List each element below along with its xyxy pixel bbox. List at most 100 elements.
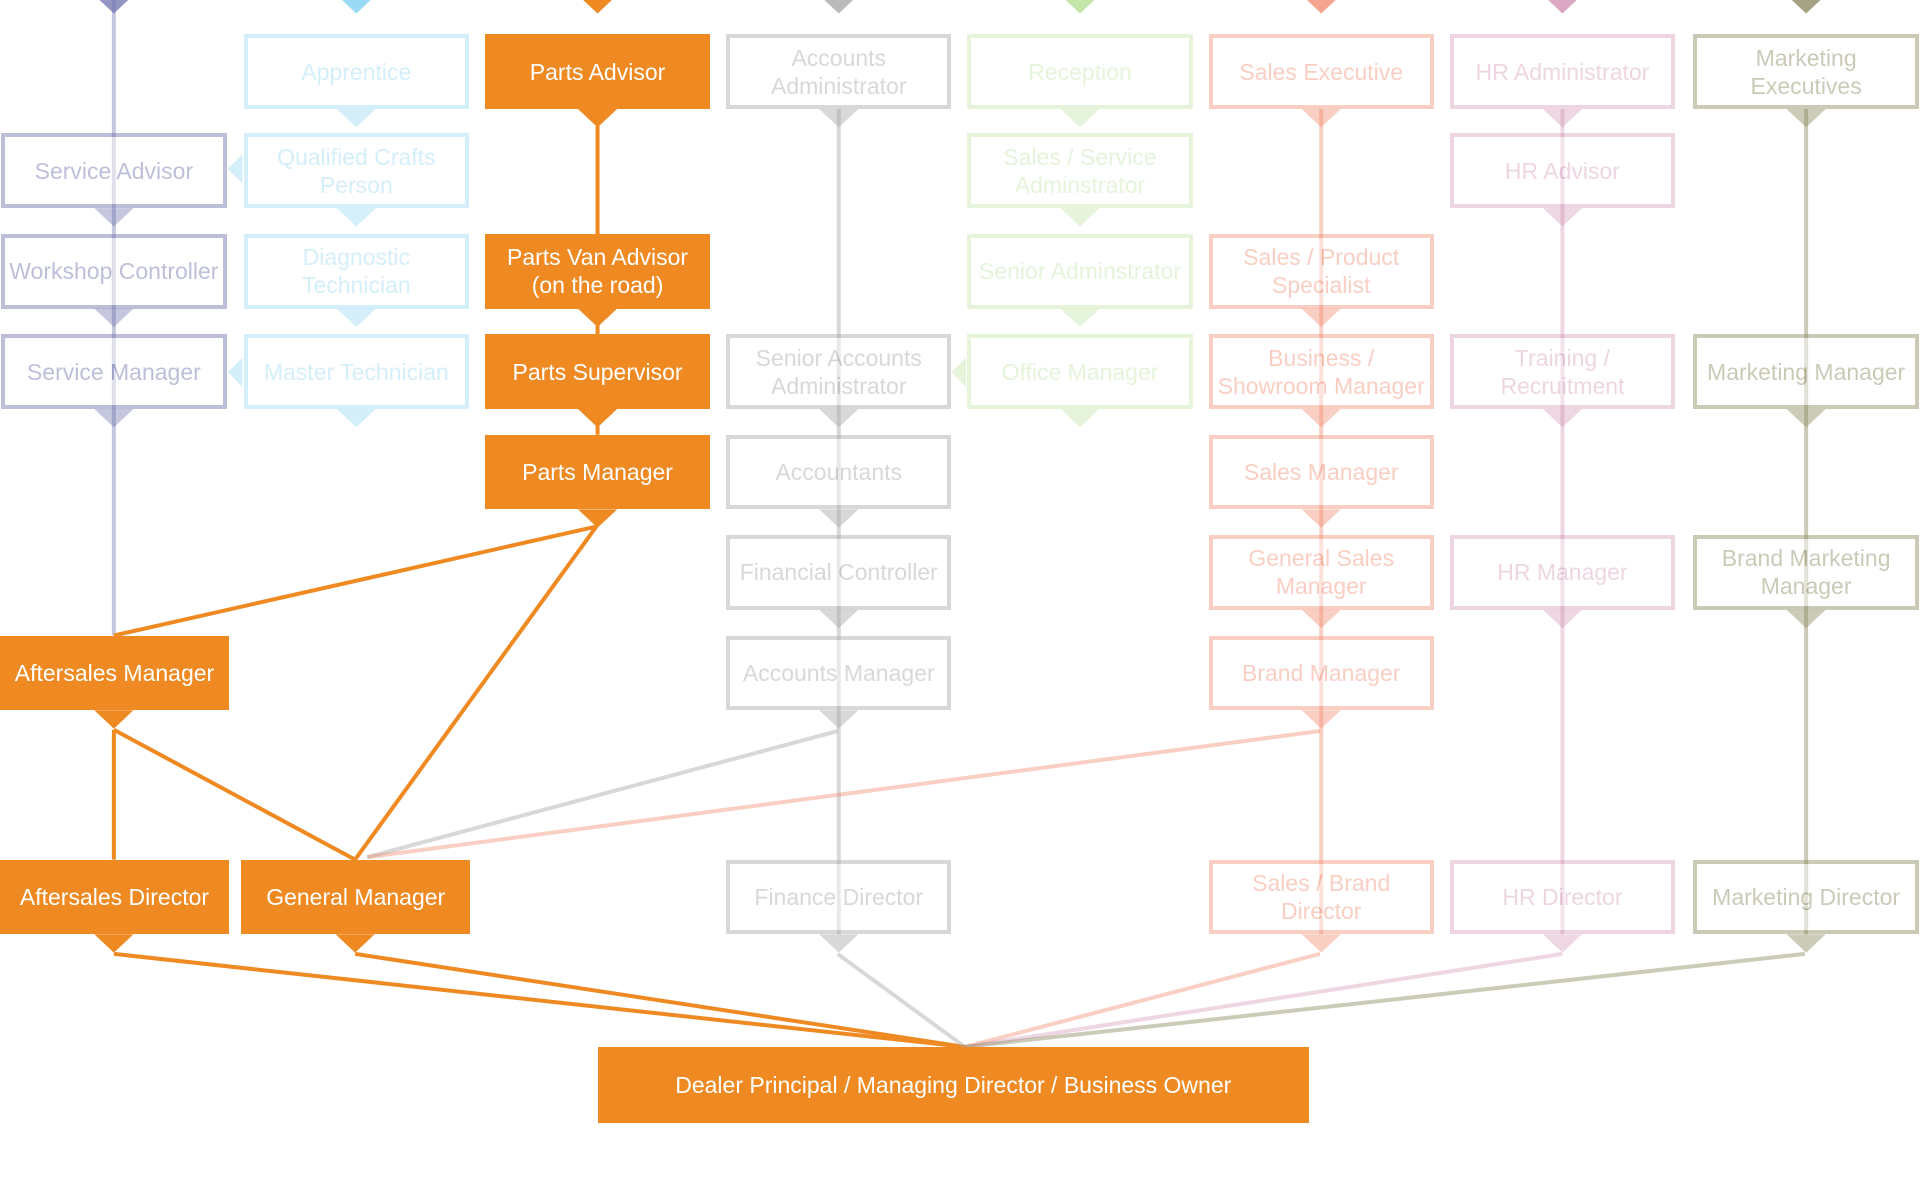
sales-role-box: Sales Manager (1208, 434, 1434, 510)
hr-role-box-label: HR Manager (1497, 559, 1628, 586)
general-manager-to-top (354, 951, 966, 1049)
sales-role-box-label: Sales Manager (1243, 459, 1399, 486)
accounts-role-box-label: Senior Accounts Administrator (755, 344, 922, 399)
accounts-role-box: Financial Controller (726, 535, 952, 610)
parts-manager-to-aftersales-manager (113, 524, 597, 638)
sales-step-arrow (1301, 108, 1341, 128)
hr-role-box: HR Advisor (1449, 133, 1676, 209)
hr-director-to-top (964, 951, 1563, 1049)
admin-role-box-label: Office Manager (1001, 358, 1159, 385)
parts-role-box-label: Parts Manager (522, 459, 673, 486)
office-to-accounts-arrow (951, 357, 967, 387)
aftersales-manager-arrow (94, 710, 134, 729)
marketing-role-box-label: Marketing Director (1712, 883, 1901, 910)
marketing-step-arrow (1786, 108, 1826, 128)
accounts-role-box: Senior Accounts Administrator (726, 334, 952, 409)
parts-step-arrow (577, 108, 618, 128)
service-step-arrow (94, 408, 134, 428)
accounts-role-box-label: Accounts Manager (742, 659, 935, 686)
parts-role-box: Parts Supervisor (484, 334, 711, 409)
sales-step-arrow (1301, 308, 1341, 327)
accounts-role-box: Finance Director (726, 859, 952, 935)
aftersales-director-box-label: Aftersales Director (19, 883, 210, 910)
marketing-role-box: Marketing Director (1693, 859, 1919, 935)
sales-step-arrow (1301, 609, 1341, 629)
hr-step-arrow (1542, 408, 1583, 428)
parts-role-box: Parts Advisor (484, 34, 711, 109)
sales-role-box-label: Sales / Brand Director (1252, 869, 1391, 924)
technician-entry-arrow (341, 0, 371, 14)
admin-step-arrow (1060, 108, 1100, 128)
parts-step-arrow (577, 408, 618, 428)
technician-step-arrow (336, 308, 376, 327)
hr-role-box-label: Training / Recruitment (1500, 344, 1625, 399)
sales-step-arrow (1301, 934, 1341, 953)
dealer-principal-box: Dealer Principal / Managing Director / B… (597, 1046, 1309, 1123)
technician-step-arrow (336, 408, 376, 428)
technician-role-box-label: Diagnostic Technician (301, 244, 411, 299)
technician-role-box-label: Master Technician (263, 358, 449, 385)
sales-role-box-label: General Sales Manager (1248, 545, 1395, 600)
aftersales-manager-box-label: Aftersales Manager (14, 659, 215, 686)
technician-step-arrow (336, 108, 376, 128)
accounts-role-box: Accounts Manager (726, 635, 952, 711)
hr-role-box: Training / Recruitment (1449, 334, 1676, 409)
general-manager-box-label: General Manager (266, 883, 446, 910)
aftersales-director-arrow (94, 934, 134, 953)
marketing-step-arrow (1786, 609, 1826, 629)
master-to-service-manager-arrow (227, 357, 243, 387)
hr-entry-arrow (1548, 0, 1577, 14)
marketing-role-box: Marketing Manager (1693, 334, 1919, 409)
sales-role-box: General Sales Manager (1208, 535, 1434, 610)
accounts-step-arrow (819, 609, 859, 629)
service-step-arrow (94, 308, 134, 327)
accounts-step-arrow (819, 408, 859, 428)
service-role-box-label: Service Advisor (34, 157, 194, 184)
sales-role-box: Sales Executive (1208, 34, 1434, 109)
marketing-step-arrow (1786, 934, 1826, 953)
service-role-box-label: Service Manager (26, 358, 201, 385)
hr-step-arrow (1542, 609, 1583, 629)
accounts-role-box-label: Accountants (775, 459, 903, 486)
marketing-role-box-label: Brand Marketing Manager (1721, 545, 1891, 600)
hr-step-arrow (1542, 108, 1583, 128)
sales-role-box: Sales / Brand Director (1208, 859, 1434, 935)
technician-role-box: Diagnostic Technician (243, 233, 469, 309)
admin-step-arrow (1060, 408, 1100, 428)
sales-role-box-label: Brand Manager (1241, 659, 1401, 686)
service-entry-arrow (99, 0, 129, 14)
accounts-step-arrow (819, 710, 859, 729)
sales-role-box: Brand Manager (1208, 635, 1434, 711)
service-role-box: Workshop Controller (1, 233, 227, 309)
admin-role-box-label: Sales / Service Adminstrator (1003, 143, 1157, 198)
marketing-role-box: Brand Marketing Manager (1693, 535, 1919, 610)
general-manager-box: General Manager (241, 859, 471, 935)
service-role-box: Service Manager (1, 334, 227, 409)
sales-role-box-label: Sales / Product Specialist (1243, 244, 1400, 299)
marketing-entry-arrow (1791, 0, 1821, 14)
admin-entry-arrow (1065, 0, 1095, 14)
sales-step-arrow (1301, 509, 1341, 528)
sales-role-box: Sales / Product Specialist (1208, 233, 1434, 309)
admin-role-box: Reception (967, 34, 1193, 109)
admin-step-arrow (1060, 208, 1100, 227)
service-step-arrow (94, 208, 134, 227)
sales-role-box: Business / Showroom Manager (1208, 334, 1434, 409)
sales-entry-arrow (1306, 0, 1336, 14)
parts-entry-arrow (583, 0, 612, 14)
sales-role-box-label: Business / Showroom Manager (1217, 344, 1425, 399)
accounts-role-box-label: Accounts Administrator (771, 44, 907, 99)
parts-role-box: Parts Van Advisor (on the road) (484, 233, 711, 309)
sales-director-to-top (964, 951, 1321, 1049)
sales-role-box-label: Sales Executive (1239, 58, 1404, 85)
admin-role-box: Senior Adminstrator (967, 233, 1193, 309)
service-role-box-label: Workshop Controller (9, 258, 219, 285)
marketing-step-arrow (1786, 408, 1826, 428)
technician-role-box: Apprentice (243, 34, 469, 109)
accounts-entry-arrow (824, 0, 854, 14)
marketing-role-box-label: Marketing Manager (1707, 358, 1906, 385)
admin-role-box: Sales / Service Adminstrator (967, 133, 1193, 209)
aftersales-director-box: Aftersales Director (0, 859, 229, 935)
